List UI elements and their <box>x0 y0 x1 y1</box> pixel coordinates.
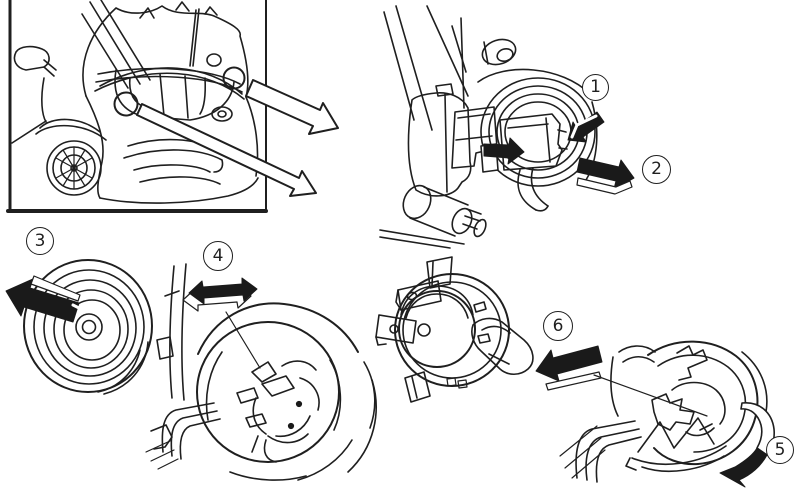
bulb-top-tab <box>426 256 453 289</box>
rotate-arrow-icon <box>719 447 768 488</box>
bulb-terminal-lower <box>375 314 417 344</box>
bulb-terminal-upper <box>397 280 442 311</box>
retaining-spring-wire <box>637 417 715 453</box>
grille-badge <box>211 106 233 122</box>
rubber-cover-rings <box>23 259 153 395</box>
spring-release-arrow-icon <box>188 277 258 305</box>
bulb-and-socket-panel <box>375 256 775 488</box>
step-marker-3: 3 <box>26 227 54 255</box>
connector-removal-panel <box>379 5 635 249</box>
bulb-socket-rear <box>625 340 768 473</box>
step-marker-1: 1 <box>582 74 609 101</box>
step-marker-6: 6 <box>543 311 573 341</box>
headlamp-marker-right <box>222 66 246 90</box>
front-wheel <box>46 140 102 196</box>
step-2-label: 2 <box>651 159 662 179</box>
car-sketch <box>11 0 259 204</box>
retaining-spring-panel <box>145 263 377 481</box>
step-3-label: 3 <box>34 230 46 251</box>
hood-prop-rod <box>189 9 197 67</box>
side-mirror <box>13 45 50 71</box>
press-clip-arrow-icon <box>483 137 525 165</box>
step-5-label: 5 <box>774 439 786 460</box>
wiring-connector <box>499 113 568 212</box>
step-marker-4: 4 <box>203 241 233 271</box>
bulb-remove-arrow-icon <box>535 345 603 382</box>
headlamp-housing <box>196 302 377 481</box>
bulb-bottom-tab <box>404 371 431 403</box>
fender-edge-lines <box>145 263 221 470</box>
bulb-glass <box>471 317 534 376</box>
step-4-label: 4 <box>212 245 224 266</box>
air-duct <box>379 184 487 249</box>
filler-cap <box>481 38 517 66</box>
fender-lines-right <box>559 345 656 483</box>
reservoir-tank <box>407 83 498 197</box>
location-arrow-upper-icon <box>245 79 339 135</box>
bulb-retaining-spring <box>225 311 320 463</box>
open-hood <box>82 5 249 98</box>
car-front-overview-panel <box>6 0 339 213</box>
rubber-cover-panel <box>5 259 153 395</box>
step-1-label: 1 <box>590 77 601 97</box>
h4-bulb <box>375 256 534 403</box>
cover-arrow-top-face <box>30 275 81 302</box>
body-panel-lines <box>383 5 469 131</box>
step2-arrow-underside <box>576 177 633 195</box>
step1-arrow-icon <box>567 111 605 143</box>
headlamp-marker-left <box>113 91 139 117</box>
step-6-label: 6 <box>552 315 564 336</box>
location-arrow-lower-icon <box>136 103 317 197</box>
bulb-pointer-line <box>593 374 708 417</box>
step-marker-5: 5 <box>766 436 794 464</box>
pointer-line <box>225 311 261 369</box>
connector-wire <box>517 169 537 211</box>
socket-top-clip <box>676 345 708 381</box>
step-marker-2: 2 <box>642 155 671 184</box>
